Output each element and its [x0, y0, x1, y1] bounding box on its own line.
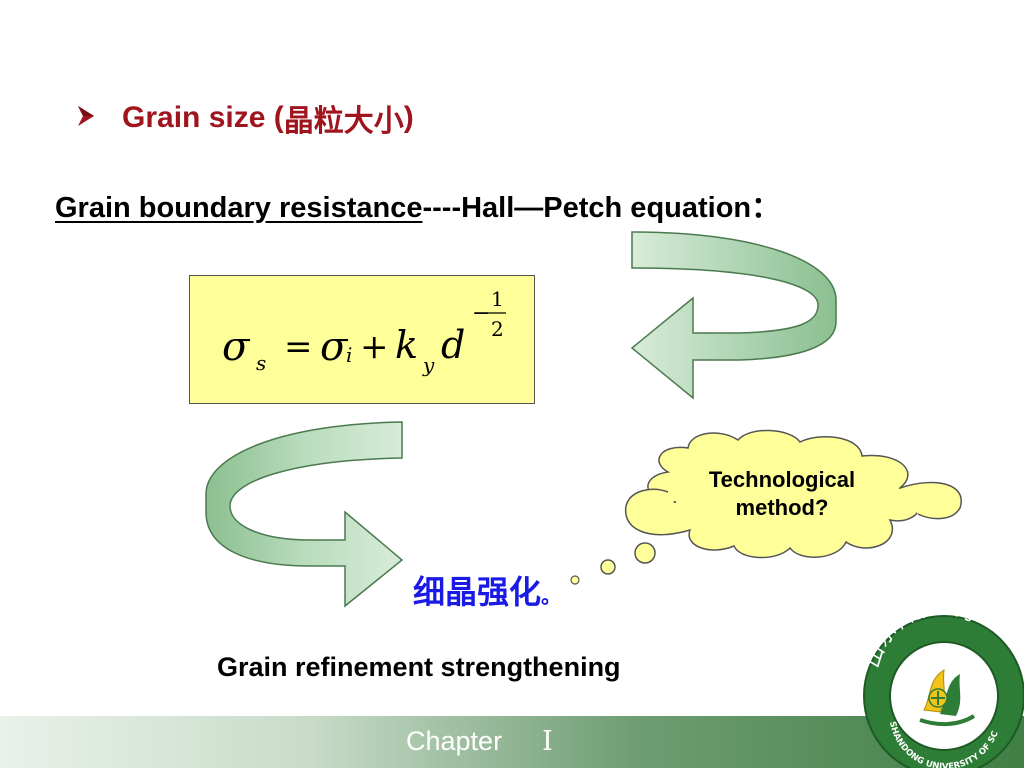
- cloud-line-2: method?: [735, 495, 829, 520]
- formula-sigma-i-sub: i: [346, 343, 352, 367]
- formula-k: k: [395, 323, 418, 367]
- arrowhead-bullet-icon: [76, 101, 96, 135]
- footer-chapter: Chapter Ⅰ: [406, 726, 553, 757]
- formula-exp-den: 2: [491, 317, 504, 341]
- slide-heading: Grain size (晶粒大小): [76, 96, 414, 140]
- subheading-underlined: Grain boundary resistance: [55, 192, 423, 224]
- chinese-label-dot: 。: [541, 584, 562, 608]
- formula-d: d: [441, 323, 465, 367]
- english-label: Grain refinement strengthening: [217, 652, 621, 682]
- curved-arrow-left-icon: [205, 421, 404, 608]
- formula-equals: =: [284, 327, 313, 367]
- heading-text-close: ): [403, 101, 414, 134]
- footer-chapter-label: Chapter: [406, 726, 503, 756]
- curved-arrow-right-icon: [630, 231, 837, 400]
- formula-sigma: σ: [222, 324, 251, 370]
- formula-sigma-sub: s: [256, 351, 266, 375]
- formula-sigma-i: σ: [320, 324, 349, 370]
- chinese-label: 细晶强化。: [413, 567, 561, 613]
- cloud-text: Technological method?: [672, 466, 892, 522]
- chinese-label-text: 细晶强化: [413, 573, 542, 611]
- heading-text-cn: 晶粒大小: [283, 104, 404, 139]
- formula-exp-num: 1: [491, 287, 504, 311]
- formula-plus: +: [360, 327, 389, 367]
- subheading-rest: ----Hall—Petch equation：: [422, 192, 781, 224]
- footer-chapter-number: Ⅰ: [542, 726, 553, 757]
- formula-k-sub: y: [422, 353, 435, 377]
- university-seal-icon: 山东科技大学 SHANDONG UNIVERSITY OF SCIENCE AN…: [852, 594, 1024, 768]
- thought-cloud-icon: [570, 429, 962, 585]
- subheading: Grain boundary resistance----Hall—Petch …: [55, 184, 780, 226]
- heading-text: Grain size (: [122, 101, 284, 134]
- footer-bar: [0, 716, 1024, 768]
- formula-exp-sign: −: [472, 301, 490, 326]
- formula-box: σ s = σ i + k y d − 1 2: [189, 275, 535, 404]
- hall-petch-formula: σ s = σ i + k y d − 1 2: [222, 287, 506, 377]
- cloud-line-1: Technological: [708, 467, 856, 492]
